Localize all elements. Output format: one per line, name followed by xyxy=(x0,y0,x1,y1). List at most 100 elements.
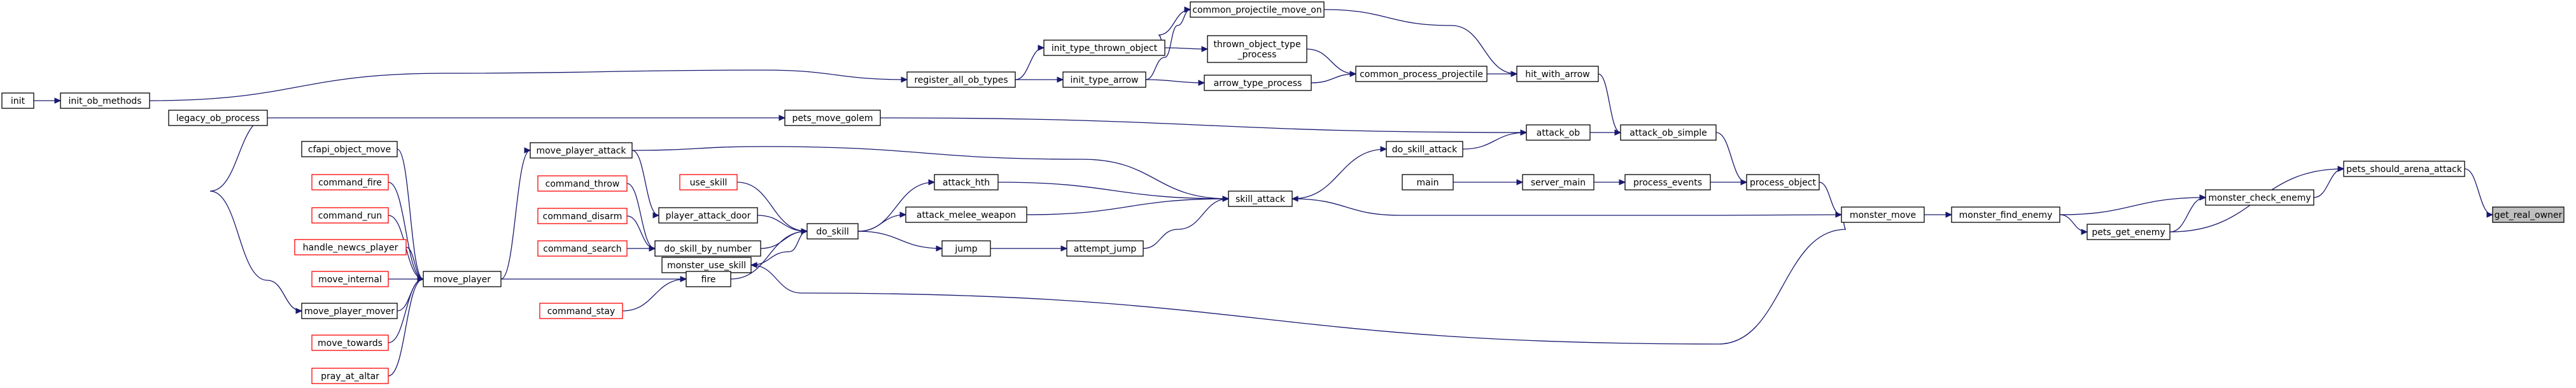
node-box[interactable] xyxy=(60,92,150,109)
node-thrown_object_type_process[interactable]: thrown_object_type_process xyxy=(1207,35,1307,63)
node-box[interactable] xyxy=(537,208,628,224)
node-skill_attack[interactable]: skill_attack xyxy=(1228,190,1293,207)
node-init_type_arrow[interactable]: init_type_arrow xyxy=(1062,71,1146,88)
node-do_skill_by_number[interactable]: do_skill_by_number xyxy=(654,240,761,257)
node-box[interactable] xyxy=(1402,174,1454,190)
node-command_fire[interactable]: command_fire xyxy=(311,174,389,190)
node-command_search[interactable]: command_search xyxy=(537,240,628,257)
node-box[interactable] xyxy=(1386,141,1463,157)
node-box[interactable] xyxy=(1066,240,1144,257)
node-box[interactable] xyxy=(530,142,633,159)
node-box[interactable] xyxy=(806,223,859,240)
node-common_process_projectile[interactable]: common_process_projectile xyxy=(1355,66,1488,82)
node-box[interactable] xyxy=(1522,174,1594,190)
node-box[interactable] xyxy=(168,110,268,126)
node-box[interactable] xyxy=(2343,161,2465,177)
node-box[interactable] xyxy=(311,368,389,384)
node-move_towards[interactable]: move_towards xyxy=(311,334,389,351)
node-main[interactable]: main xyxy=(1402,174,1454,190)
node-box[interactable] xyxy=(1207,35,1307,63)
node-arrow_type_process[interactable]: arrow_type_process xyxy=(1204,75,1312,91)
node-box[interactable] xyxy=(294,239,407,255)
node-move_player_attack[interactable]: move_player_attack xyxy=(530,142,633,159)
node-box[interactable] xyxy=(1204,75,1312,91)
node-use_skill[interactable]: use_skill xyxy=(679,174,738,190)
node-box[interactable] xyxy=(1228,190,1293,207)
node-box[interactable] xyxy=(661,257,752,273)
node-box[interactable] xyxy=(1620,124,1717,141)
node-box[interactable] xyxy=(941,240,991,257)
node-move_internal[interactable]: move_internal xyxy=(311,271,389,287)
node-jump[interactable]: jump xyxy=(941,240,991,257)
node-box[interactable] xyxy=(423,271,502,287)
node-box[interactable] xyxy=(311,271,389,287)
node-init[interactable]: init xyxy=(1,92,34,109)
node-command_disarm[interactable]: command_disarm xyxy=(537,208,628,224)
node-register_all_ob_types[interactable]: register_all_ob_types xyxy=(906,71,1016,88)
node-box[interactable] xyxy=(934,174,999,190)
node-box[interactable] xyxy=(1841,206,1925,223)
node-box[interactable] xyxy=(2205,189,2314,206)
node-player_attack_door[interactable]: player_attack_door xyxy=(658,207,758,224)
node-box[interactable] xyxy=(1526,124,1591,141)
node-attack_hth[interactable]: attack_hth xyxy=(934,174,999,190)
node-box[interactable] xyxy=(1951,206,2060,223)
node-get_real_owner[interactable]: get_real_owner xyxy=(2492,206,2565,223)
node-box[interactable] xyxy=(1190,1,1325,18)
node-box[interactable] xyxy=(1355,66,1488,82)
node-box[interactable] xyxy=(686,271,731,287)
node-common_projectile_move_on[interactable]: common_projectile_move_on xyxy=(1190,1,1325,18)
node-box[interactable] xyxy=(2492,206,2565,223)
node-box[interactable] xyxy=(1062,71,1146,88)
node-box[interactable] xyxy=(301,141,398,157)
node-box[interactable] xyxy=(311,174,389,190)
node-handle_newcs_player[interactable]: handle_newcs_player xyxy=(294,239,407,255)
node-do_skill[interactable]: do_skill xyxy=(806,223,859,240)
node-server_main[interactable]: server_main xyxy=(1522,174,1594,190)
node-hit_with_arrow[interactable]: hit_with_arrow xyxy=(1516,66,1599,82)
node-box[interactable] xyxy=(2087,224,2171,240)
node-box[interactable] xyxy=(1746,174,1820,190)
node-pets_move_golem[interactable]: pets_move_golem xyxy=(784,110,881,126)
node-attempt_jump[interactable]: attempt_jump xyxy=(1066,240,1144,257)
node-box[interactable] xyxy=(1,92,34,109)
node-legacy_ob_process[interactable]: legacy_ob_process xyxy=(168,110,268,126)
node-box[interactable] xyxy=(679,174,738,190)
node-box[interactable] xyxy=(301,303,398,319)
node-command_throw[interactable]: command_throw xyxy=(537,175,628,192)
node-monster_check_enemy[interactable]: monster_check_enemy xyxy=(2205,189,2314,206)
node-init_ob_methods[interactable]: init_ob_methods xyxy=(60,92,150,109)
node-move_player_mover[interactable]: move_player_mover xyxy=(301,303,398,319)
node-pets_get_enemy[interactable]: pets_get_enemy xyxy=(2087,224,2171,240)
node-process_object[interactable]: process_object xyxy=(1746,174,1820,190)
node-pets_should_arena_attack[interactable]: pets_should_arena_attack xyxy=(2343,161,2465,177)
node-init_type_thrown_object[interactable]: init_type_thrown_object xyxy=(1043,40,1165,56)
node-pray_at_altar[interactable]: pray_at_altar xyxy=(311,368,389,384)
node-box[interactable] xyxy=(1516,66,1599,82)
node-box[interactable] xyxy=(654,240,761,257)
node-process_events[interactable]: process_events xyxy=(1624,174,1711,190)
node-move_player[interactable]: move_player xyxy=(423,271,502,287)
node-cfapi_object_move[interactable]: cfapi_object_move xyxy=(301,141,398,157)
node-command_stay[interactable]: command_stay xyxy=(539,303,623,319)
node-box[interactable] xyxy=(311,207,389,224)
node-box[interactable] xyxy=(784,110,881,126)
node-box[interactable] xyxy=(1043,40,1165,56)
node-box[interactable] xyxy=(658,207,758,224)
node-box[interactable] xyxy=(539,303,623,319)
node-box[interactable] xyxy=(537,240,628,257)
node-attack_ob[interactable]: attack_ob xyxy=(1526,124,1591,141)
node-box[interactable] xyxy=(906,71,1016,88)
node-box[interactable] xyxy=(1624,174,1711,190)
node-attack_ob_simple[interactable]: attack_ob_simple xyxy=(1620,124,1717,141)
node-do_skill_attack[interactable]: do_skill_attack xyxy=(1386,141,1463,157)
node-monster_find_enemy[interactable]: monster_find_enemy xyxy=(1951,206,2060,223)
node-box[interactable] xyxy=(537,175,628,192)
node-attack_melee_weapon[interactable]: attack_melee_weapon xyxy=(905,206,1027,223)
node-command_run[interactable]: command_run xyxy=(311,207,389,224)
node-box[interactable] xyxy=(311,334,389,351)
node-monster_move[interactable]: monster_move xyxy=(1841,206,1925,223)
node-fire[interactable]: fire xyxy=(686,271,731,287)
node-monster_use_skill[interactable]: monster_use_skill xyxy=(661,257,752,273)
node-box[interactable] xyxy=(905,206,1027,223)
